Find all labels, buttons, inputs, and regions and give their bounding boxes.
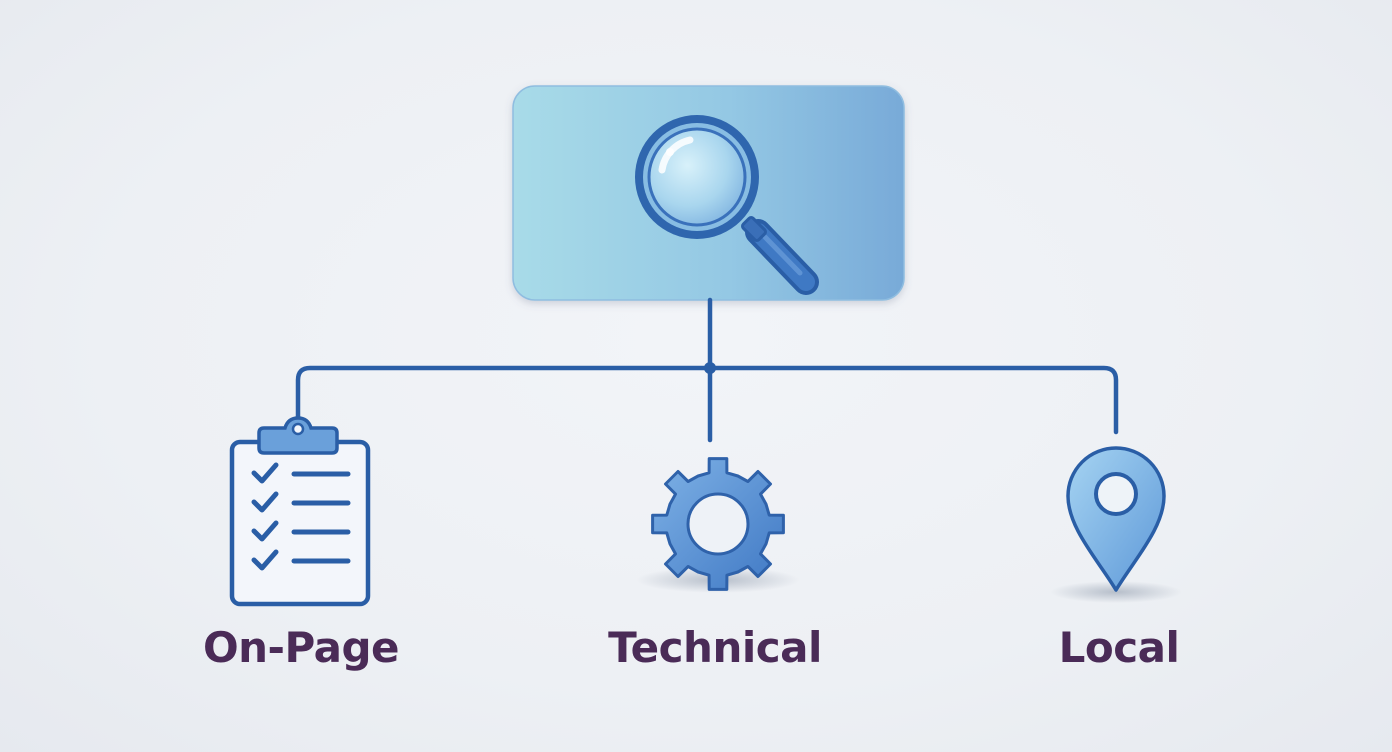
- magnifying-glass-icon: [635, 115, 819, 295]
- node-label-local: Local: [1058, 623, 1180, 672]
- checklist-clipboard-icon: [229, 416, 371, 607]
- gear-icon: [636, 457, 800, 593]
- gear-hole: [686, 492, 750, 556]
- node-label-technical: Technical: [608, 623, 822, 672]
- root-node: [512, 85, 905, 301]
- junction-dot: [704, 362, 716, 374]
- branch-bar: [295, 365, 1119, 435]
- node-label-on-page: On-Page: [202, 623, 400, 672]
- map-pin-icon: [1050, 446, 1182, 603]
- tree-connectors: [295, 297, 1119, 443]
